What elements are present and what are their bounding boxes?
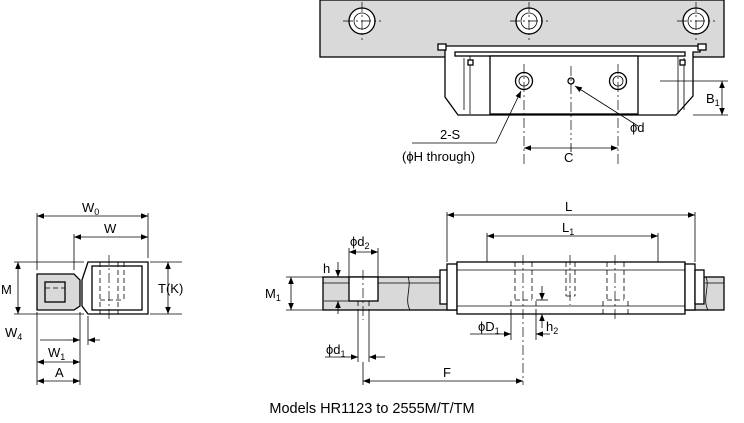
label-m: M: [1, 282, 12, 297]
label-w0: W0: [82, 200, 99, 217]
label-l: L: [565, 199, 572, 214]
rail-counterbore: [348, 276, 379, 302]
label-h2: h2: [546, 319, 558, 336]
label-2-s: 2-S: [440, 127, 461, 142]
label-phi-D1: ϕD1: [478, 319, 500, 336]
label-phi-d: ϕd: [630, 120, 645, 135]
figure-caption: Models HR1123 to 2555M/T/TM: [269, 401, 475, 417]
label-phi-d2: ϕd2: [350, 234, 370, 251]
label-t-k: T(K): [158, 281, 183, 296]
block-side: [439, 261, 705, 315]
label-h: h: [323, 261, 330, 276]
label-a: A: [55, 365, 64, 380]
label-c: C: [564, 150, 573, 165]
label-h-through: (ϕH through): [402, 149, 475, 164]
label-w1: W1: [48, 345, 65, 362]
label-f: F: [443, 365, 451, 380]
top-view: 2-S (ϕH through) ϕd C B1: [319, 0, 728, 165]
label-w: W: [104, 221, 117, 236]
end-view: W0 W M T(K) W4 W1 A: [1, 200, 183, 385]
label-w4: W4: [5, 325, 22, 342]
label-m1: M1: [265, 286, 281, 303]
label-phi-d1: ϕd1: [326, 342, 346, 359]
label-l1: L1: [562, 220, 574, 237]
label-b1: B1: [706, 91, 720, 108]
side-view: L L1 ϕd2 h M1 ϕD1 h2: [265, 199, 725, 385]
